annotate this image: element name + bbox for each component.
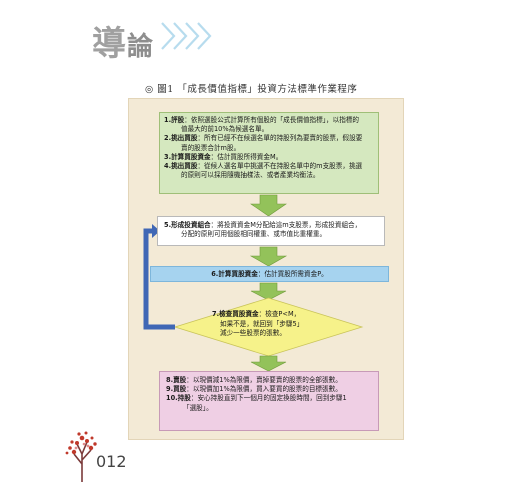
- chapter-heading-rest: 論: [127, 32, 155, 62]
- loop-back-arrow: [143, 228, 175, 330]
- arrow-down-icon: [250, 282, 287, 301]
- step-5-box: 5.形成投資組合：將投資資金M分配給這m支股票，形成投資組合， 分配的原則可用個…: [157, 216, 385, 246]
- chapter-heading-big: 導: [92, 24, 127, 64]
- chapter-heading: 導論: [92, 16, 154, 65]
- page-number: 012: [96, 452, 127, 471]
- arrow-down-icon: [250, 194, 287, 217]
- arrow-down-icon: [249, 246, 288, 267]
- tree-decoration-icon: [65, 431, 97, 482]
- steps-1-4-box: 1.評股：依照選股公式計算所有個股的「成長價值指標」，以指標的 值最大的前10%…: [159, 112, 379, 194]
- arrow-down-icon: [250, 355, 287, 372]
- figure-caption: ◎ 圖1 「成長價值指標」投資方法標準作業程序: [145, 84, 358, 95]
- steps-8-10-box: 8.賣股：以現價減1%為限價，賣掉要賣的股票的全部張數。 9.買股：以現價加1%…: [159, 371, 379, 431]
- step-6-box: 6.計算買股資金：估計買股所需資金P。: [150, 266, 389, 282]
- chevron-decoration-icon: [161, 22, 212, 50]
- step-7-diamond-text: 7.檢查買股資金：檢查P<M， 如果不是，就回到「步驟5」 減少一些股票的張數。: [212, 310, 304, 337]
- arrow-right-icon: [152, 224, 160, 238]
